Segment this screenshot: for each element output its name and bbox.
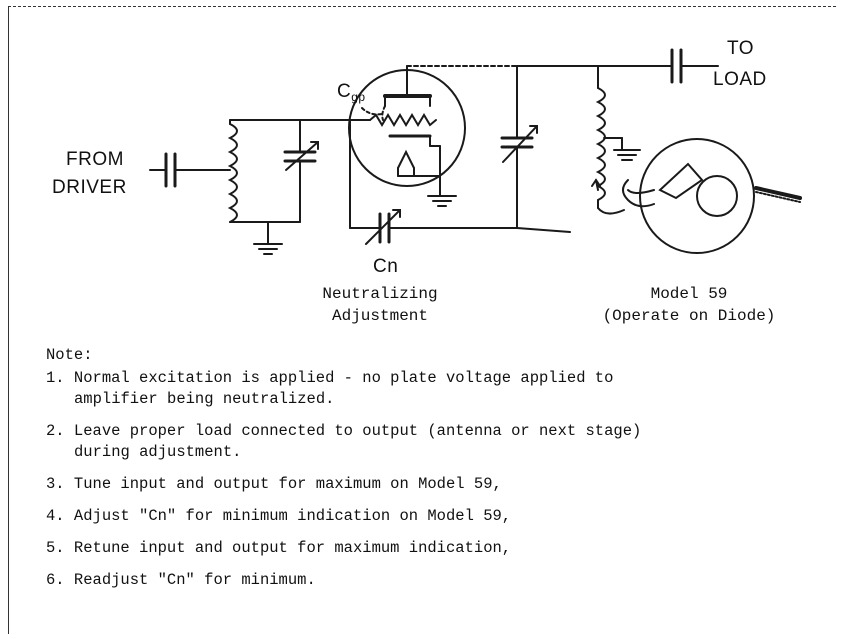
note-number: 5.	[46, 539, 65, 557]
output-tank-coil	[591, 65, 641, 215]
cn-label: Cn	[373, 256, 398, 277]
model-59-meter-icon	[622, 138, 802, 254]
note-item: 4. Adjust "Cn" for minimum indication on…	[46, 506, 826, 527]
notes-section: Note: 1. Normal excitation is applied - …	[46, 346, 826, 602]
caption-line: Neutralizing	[322, 285, 438, 303]
triode-tube	[348, 65, 466, 187]
caption-line: Model 59	[650, 285, 728, 303]
from-label: FROM	[66, 149, 124, 170]
note-text: Normal excitation is applied - no plate …	[73, 369, 614, 387]
note-text: Leave proper load connected to output (a…	[73, 422, 642, 440]
input-tuning-capacitor	[269, 119, 319, 223]
driver-label: DRIVER	[52, 177, 127, 198]
note-number: 6.	[46, 571, 65, 589]
note-text: Readjust "Cn" for minimum.	[73, 571, 316, 589]
note-number: 4.	[46, 507, 65, 525]
notes-heading: Note:	[46, 346, 93, 364]
input-ground-icon	[253, 221, 283, 255]
frame-left-border	[8, 6, 9, 634]
model-59-caption: Model 59 (Operate on Diode)	[574, 283, 804, 327]
note-text: Tune input and output for maximum on Mod…	[73, 475, 502, 493]
cgp-label: Cgp	[337, 81, 366, 104]
to-label: TO	[727, 38, 754, 59]
caption-line: (Operate on Diode)	[602, 307, 776, 325]
output-coupling-capacitor	[597, 48, 719, 84]
note-text-continued: during adjustment.	[74, 443, 242, 461]
frame-top-border	[8, 6, 836, 7]
note-number: 1.	[46, 369, 65, 387]
note-item: 2. Leave proper load connected to output…	[46, 421, 826, 463]
note-item: 1. Normal excitation is applied - no pla…	[46, 368, 826, 410]
note-number: 2.	[46, 422, 65, 440]
neutralizing-caption: Neutralizing Adjustment	[290, 283, 470, 327]
load-label: LOAD	[713, 69, 767, 90]
note-item: 6. Readjust "Cn" for minimum.	[46, 570, 826, 591]
neutralizing-schematic: FROM DRIVER TO LOAD Cgp Cn	[52, 38, 802, 277]
input-tank-coil	[227, 119, 351, 223]
note-item: 5. Retune input and output for maximum i…	[46, 538, 826, 559]
output-tuning-capacitor	[500, 65, 538, 229]
caption-line: Adjustment	[331, 307, 428, 325]
note-text: Retune input and output for maximum indi…	[73, 539, 512, 557]
note-text: Adjust "Cn" for minimum indication on Mo…	[73, 507, 512, 525]
input-coupling-capacitor	[149, 152, 231, 188]
note-number: 3.	[46, 475, 65, 493]
cathode-ground-icon	[427, 195, 457, 207]
note-item: 3. Tune input and output for maximum on …	[46, 474, 826, 495]
note-text-continued: amplifier being neutralized.	[74, 390, 335, 408]
